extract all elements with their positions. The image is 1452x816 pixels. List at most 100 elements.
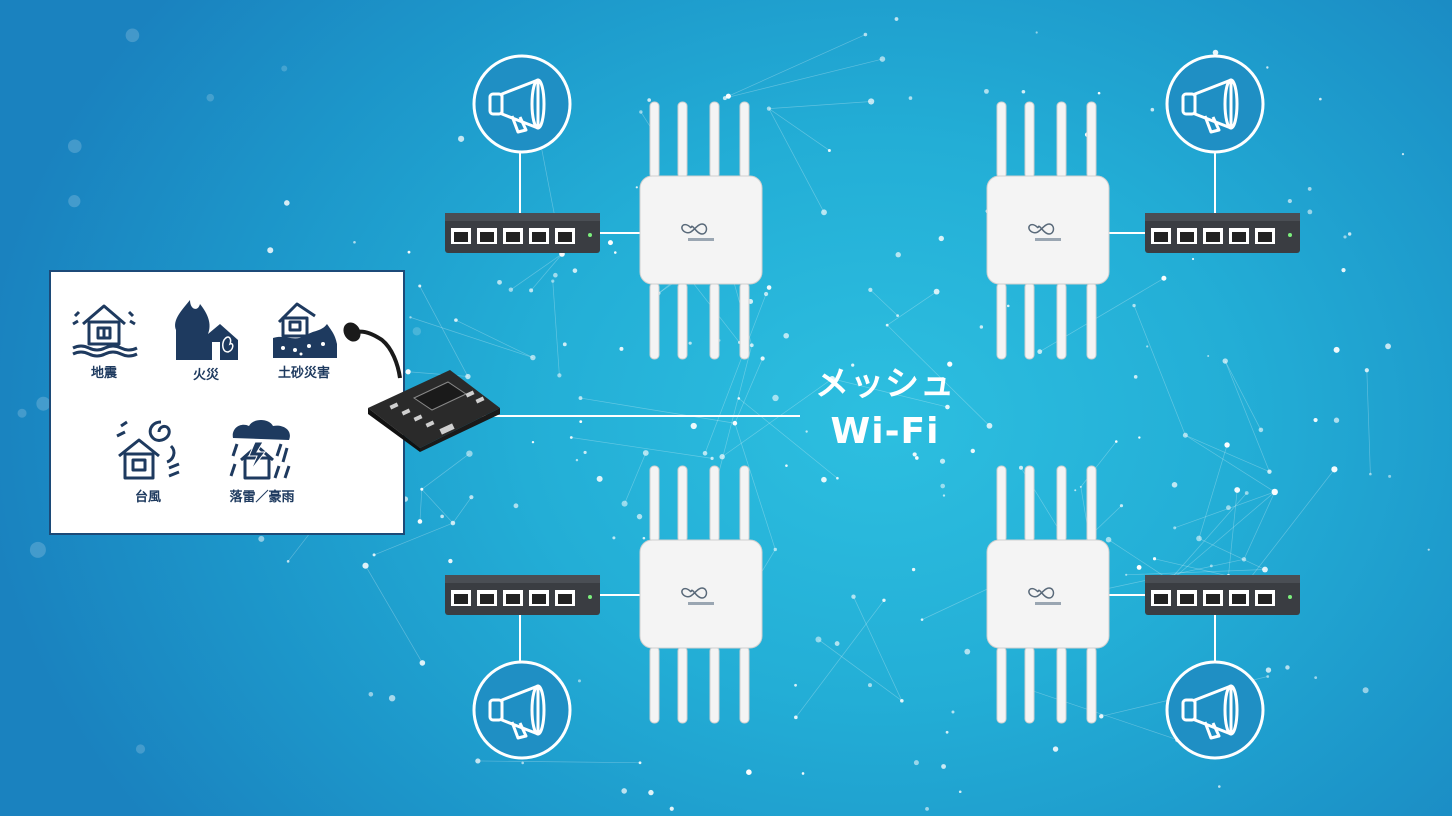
hazard-landslide: 土砂災害 xyxy=(259,294,349,381)
mesh-node xyxy=(1006,304,1010,308)
mesh-node xyxy=(719,454,725,460)
mesh-node xyxy=(821,209,827,216)
mesh-node xyxy=(450,520,456,526)
mesh-link xyxy=(1174,491,1275,529)
mesh-node xyxy=(267,247,274,254)
megaphone-icon xyxy=(472,660,572,760)
hazard-label: 落雷／豪雨 xyxy=(229,490,295,505)
mesh-node xyxy=(821,476,827,483)
mesh-node xyxy=(465,373,471,380)
mesh-node xyxy=(834,641,840,646)
mesh-node xyxy=(1074,489,1077,492)
mesh-node xyxy=(1241,557,1247,562)
mesh-link xyxy=(1098,558,1245,591)
mesh-node xyxy=(648,789,654,796)
mesh-node xyxy=(933,288,940,295)
mesh-link xyxy=(768,108,830,151)
mesh-node xyxy=(418,284,422,288)
megaphone-icon xyxy=(472,54,572,154)
mesh-node xyxy=(1307,187,1312,191)
mesh-node xyxy=(915,456,919,460)
mesh-node xyxy=(794,715,798,720)
mesh-node xyxy=(258,535,265,542)
mesh-link xyxy=(530,253,563,291)
mesh-node xyxy=(688,341,692,345)
mesh-node xyxy=(1171,482,1178,488)
mesh-node xyxy=(882,598,886,602)
mesh-node xyxy=(749,343,754,348)
mesh-node xyxy=(1133,375,1138,379)
mesh-node xyxy=(690,422,697,430)
mesh-node xyxy=(1267,469,1272,474)
mesh-node xyxy=(557,373,562,378)
mesh-node xyxy=(284,200,290,206)
mesh-node xyxy=(947,361,953,367)
hazard-label: 火災 xyxy=(192,368,219,383)
mesh-link xyxy=(1185,434,1275,493)
mesh-node xyxy=(772,394,779,402)
mesh-node xyxy=(785,464,788,467)
access-point-bottom-left xyxy=(636,462,766,731)
mesh-node xyxy=(900,698,904,703)
mesh-link xyxy=(452,496,472,524)
mesh-node xyxy=(710,456,714,460)
mesh-link xyxy=(510,253,563,290)
access-point-icon xyxy=(986,101,1110,360)
mesh-label-line1: メッシュ xyxy=(815,364,955,404)
mesh-link xyxy=(853,596,903,701)
switch-icon xyxy=(1145,575,1300,615)
mesh-link xyxy=(886,291,937,326)
mesh-node xyxy=(1226,505,1231,511)
mesh-link xyxy=(1027,688,1178,741)
mesh-node xyxy=(1217,785,1221,788)
mesh-node xyxy=(1222,358,1228,364)
mesh-node xyxy=(642,450,649,456)
mesh-node xyxy=(440,514,444,519)
mesh-link xyxy=(724,58,883,99)
bokeh-dot xyxy=(206,93,215,102)
mesh-node xyxy=(578,396,583,400)
earthquake-icon xyxy=(72,304,138,358)
mesh-node xyxy=(912,452,917,457)
mesh-node xyxy=(572,268,578,273)
mesh-node xyxy=(958,790,962,794)
hazard-typhoon: 台風 xyxy=(103,416,193,505)
mesh-node xyxy=(607,240,613,246)
mesh-node xyxy=(827,148,831,152)
hazard-label: 土砂災害 xyxy=(277,366,330,381)
mesh-node xyxy=(894,17,899,21)
speaker-top-left xyxy=(472,54,572,158)
mesh-link xyxy=(832,378,948,408)
switch-icon xyxy=(1145,213,1300,253)
mesh-node xyxy=(1138,436,1141,439)
mesh-node xyxy=(419,660,426,666)
mesh-link xyxy=(1198,444,1228,539)
mesh-node xyxy=(420,487,424,491)
fire-icon xyxy=(175,300,238,360)
speaker-bottom-right xyxy=(1165,660,1265,764)
mesh-node xyxy=(1173,526,1177,530)
mesh-node xyxy=(1262,566,1268,573)
mesh-node xyxy=(638,761,642,765)
bokeh-dot xyxy=(29,541,46,558)
mesh-node xyxy=(1146,345,1149,348)
network-switch-bottom-left xyxy=(445,575,600,619)
hazard-label: 地震 xyxy=(90,366,117,381)
megaphone-icon xyxy=(1165,660,1265,760)
bokeh-dot xyxy=(281,65,288,72)
mesh-node xyxy=(1333,346,1340,353)
mesh-node xyxy=(619,346,624,351)
mesh-node xyxy=(1341,268,1346,273)
mesh-node xyxy=(939,458,946,464)
mesh-link xyxy=(1185,434,1270,472)
mesh-link xyxy=(1126,569,1265,576)
speaker-bottom-left xyxy=(472,660,572,764)
mesh-link xyxy=(1133,305,1186,436)
mesh-node xyxy=(938,235,944,242)
thunderstorm-icon xyxy=(229,420,291,480)
mesh-node xyxy=(286,560,290,563)
mesh-node xyxy=(1369,472,1372,476)
mesh-link xyxy=(721,378,833,458)
mesh-node xyxy=(575,458,579,462)
